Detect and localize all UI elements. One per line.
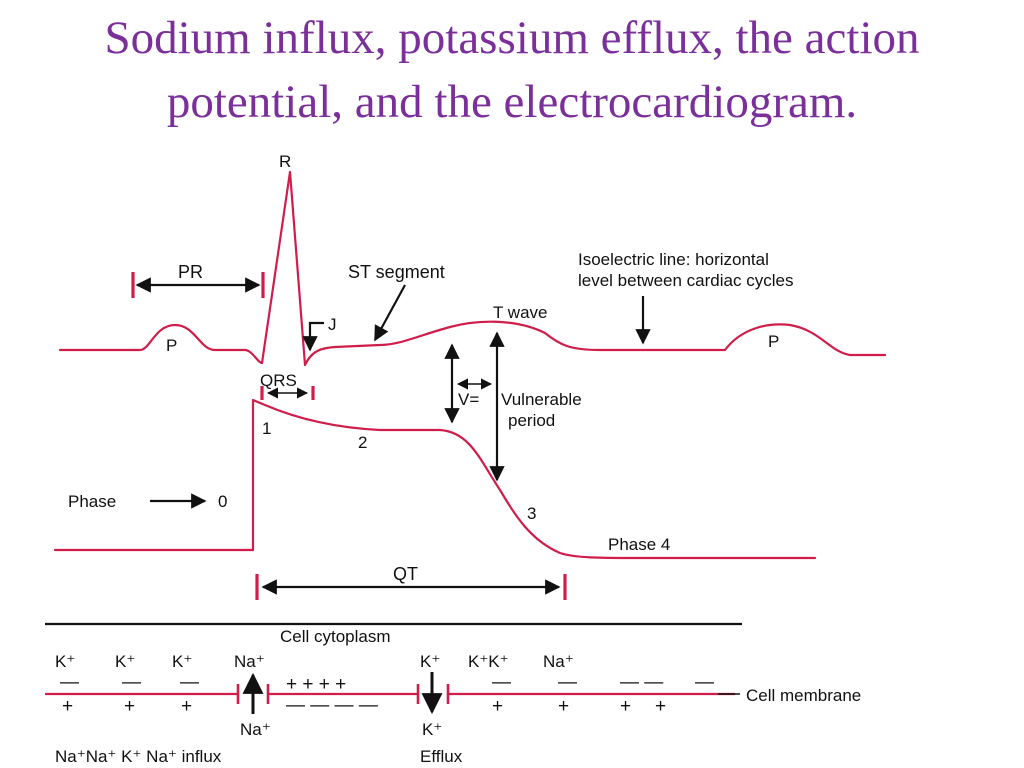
v-label: V= [458,390,479,409]
title-line-2: potential, and the electrocardiogram. [166,76,858,128]
ion-k-4: K⁺ [420,652,440,671]
charge-minus: — [695,672,714,693]
charge-plus: + [655,696,666,717]
ion-na-2: Na⁺ [543,652,574,671]
p-label-right: P [768,332,779,351]
r-label: R [279,152,291,171]
charge-plus: + [124,696,135,717]
phase-0-label: 0 [218,492,227,511]
ion-k-5: K⁺K⁺ [468,652,509,671]
bottom-ions-influx-label: Na⁺Na⁺ K⁺ Na⁺ influx [55,747,222,766]
pr-label: PR [178,262,203,282]
charge-minus: — [492,672,511,693]
j-label: J [328,315,337,334]
charge-minus: — [558,672,577,693]
na-in-label: Na⁺ [240,720,271,739]
qt-label: QT [393,564,418,584]
charge-minus-pair: — — [620,672,663,693]
phase-3-label: 3 [527,504,536,523]
phase-2-label: 2 [358,433,367,452]
charge-minus-row: — — — — [286,695,378,716]
title-line-1: Sodium influx, potassium efflux, the act… [104,12,920,64]
k-out-label: K⁺ [422,720,442,739]
vulnerable-label-line1: Vulnerable [501,390,582,409]
isoelectric-label-line1: Isoelectric line: horizontal [578,250,769,269]
charge-minus: — [60,672,79,693]
ecg-trace [58,170,887,367]
st-segment-label: ST segment [348,262,445,282]
t-wave-label: T wave [493,303,548,322]
isoelectric-label-line2: level between cardiac cycles [578,271,793,290]
slide-title: Sodium influx, potassium efflux, the act… [0,6,1024,134]
ion-k-2: K⁺ [115,652,135,671]
qrs-label: QRS [260,371,297,390]
charge-plus: + [492,696,503,717]
vulnerable-label-line2: period [508,411,555,430]
charge-plus: + [181,696,192,717]
phase-1-label: 1 [262,419,271,438]
charge-plus: + [558,696,569,717]
efflux-label: Efflux [420,747,463,766]
cell-membrane-label: Cell membrane [746,686,861,705]
ion-k-1: K⁺ [55,652,75,671]
st-segment-arrow [374,284,406,342]
p-label-left: P [166,336,177,355]
ion-k-3: K⁺ [172,652,192,671]
phase-4-label: Phase 4 [608,535,670,554]
charge-plus: + [620,696,631,717]
phase-word-label: Phase [68,492,116,511]
charge-plus-row: + + + + [286,674,346,695]
j-point-arrow [302,321,324,352]
cell-cytoplasm-label: Cell cytoplasm [280,627,391,646]
charge-minus: — [122,672,141,693]
ion-na-1: Na⁺ [234,652,265,671]
action-potential-trace [53,398,817,560]
charge-minus: — [180,672,199,693]
charge-plus: + [62,696,73,717]
